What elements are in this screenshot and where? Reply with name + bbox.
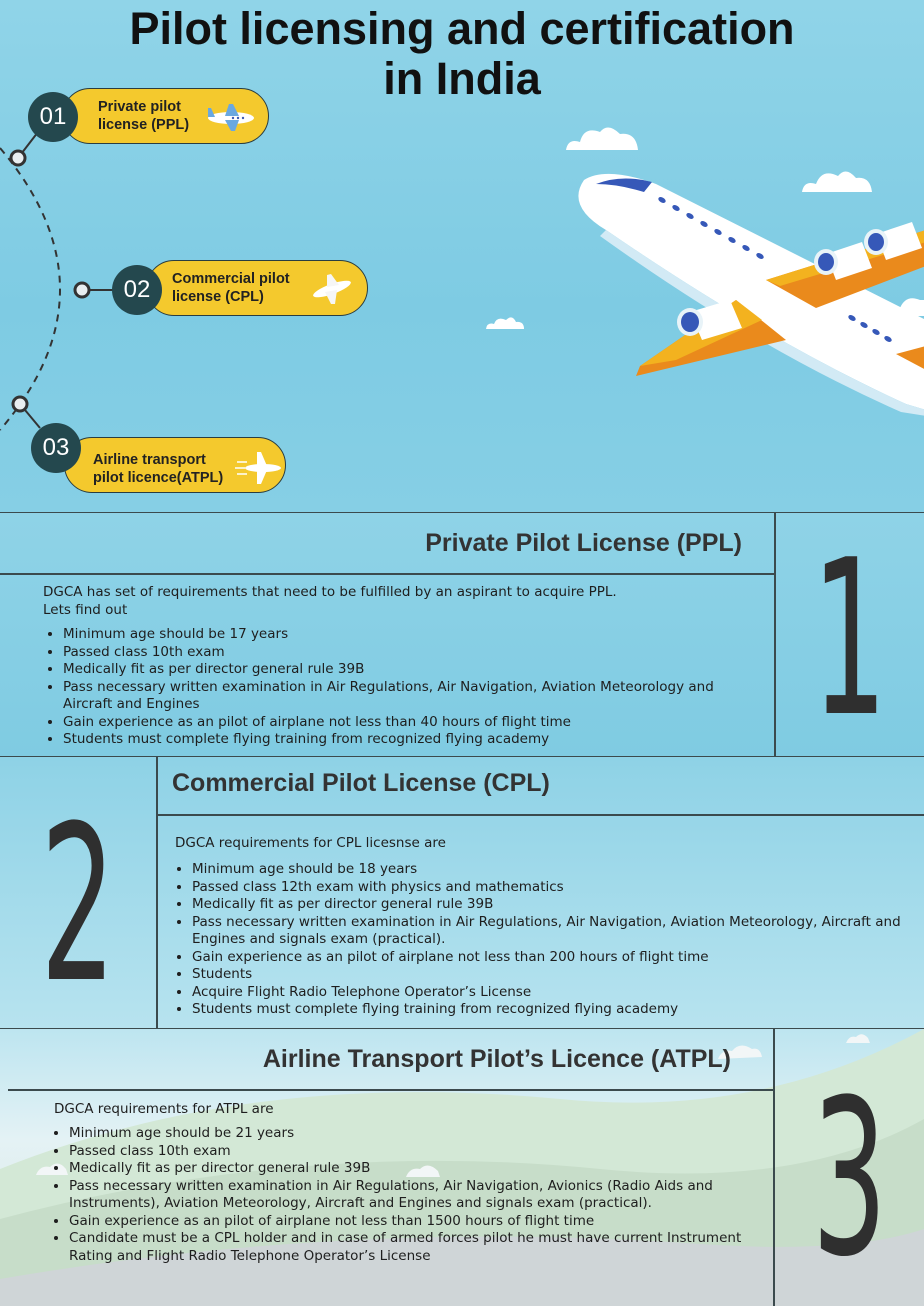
hero-banner: Pilot licensing and certification in Ind… bbox=[0, 0, 924, 512]
airplane-icon bbox=[208, 104, 254, 131]
section-cpl: Commercial Pilot License (CPL) DGCA requ… bbox=[0, 756, 924, 1030]
section-cpl-title: Commercial Pilot License (CPL) bbox=[172, 769, 550, 797]
timeline-pill-atpl: Airline transport pilot licence(ATPL) bbox=[64, 437, 286, 493]
divider bbox=[156, 757, 158, 1029]
cloud-icon bbox=[802, 171, 872, 192]
list-item: Candidate must be a CPL holder and in ca… bbox=[69, 1230, 759, 1265]
page-title-line-2: in India bbox=[383, 53, 541, 104]
page-title: Pilot licensing and certification in Ind… bbox=[0, 4, 924, 104]
section-cpl-list: Minimum age should be 18 years Passed cl… bbox=[172, 861, 912, 1019]
list-item: Students must complete flying training f… bbox=[63, 731, 763, 749]
hills-background bbox=[0, 1029, 924, 1306]
list-item: Gain experience as an pilot of airplane … bbox=[192, 949, 912, 967]
divider bbox=[8, 1089, 774, 1091]
timeline-atpl-line-1: Airline transport bbox=[93, 452, 206, 468]
divider bbox=[0, 573, 774, 575]
list-item: Pass necessary written examination in Ai… bbox=[69, 1178, 759, 1213]
airplane-icon bbox=[235, 452, 281, 484]
timeline-number-2: 02 bbox=[112, 265, 162, 315]
cloud-icon bbox=[566, 127, 638, 150]
section-number-1: 1 bbox=[811, 513, 888, 764]
timeline-number-3: 03 bbox=[31, 423, 81, 473]
list-item: Passed class 10th exam bbox=[63, 644, 763, 662]
timeline-arc bbox=[0, 131, 114, 431]
timeline-pill-cpl: Commercial pilot license (CPL) bbox=[146, 260, 368, 316]
section-atpl-list: Minimum age should be 21 years Passed cl… bbox=[49, 1125, 759, 1265]
list-item: Students must complete flying training f… bbox=[192, 1001, 912, 1019]
timeline-ppl-line-1: Private pilot bbox=[98, 99, 181, 115]
timeline-pill-ppl: Private pilot license (PPL) bbox=[62, 88, 269, 144]
list-item: Gain experience as an pilot of airplane … bbox=[63, 714, 763, 732]
large-airplane-illustration bbox=[578, 173, 924, 416]
section-ppl-intro-line-1: DGCA has set of requirements that need t… bbox=[43, 584, 617, 600]
cloud-icon bbox=[486, 317, 524, 329]
section-atpl-title: Airline Transport Pilot’s Licence (ATPL) bbox=[262, 1045, 731, 1073]
section-atpl-intro: DGCA requirements for ATPL are bbox=[54, 1101, 274, 1117]
section-number-3: 3 bbox=[811, 1053, 888, 1304]
section-atpl: Airline Transport Pilot’s Licence (ATPL)… bbox=[0, 1028, 924, 1306]
list-item: Students bbox=[192, 966, 912, 984]
timeline-number-1: 01 bbox=[28, 92, 78, 142]
list-item: Passed class 12th exam with physics and … bbox=[192, 879, 912, 897]
section-ppl-title: Private Pilot License (PPL) bbox=[425, 529, 742, 557]
list-item: Medically fit as per director general ru… bbox=[69, 1160, 759, 1178]
list-item: Gain experience as an pilot of airplane … bbox=[69, 1213, 759, 1231]
list-item: Passed class 10th exam bbox=[69, 1143, 759, 1161]
list-item: Pass necessary written examination in Ai… bbox=[63, 679, 763, 714]
list-item: Minimum age should be 17 years bbox=[63, 626, 763, 644]
list-item: Medically fit as per director general ru… bbox=[63, 661, 763, 679]
airplane-icon bbox=[313, 274, 351, 304]
divider bbox=[156, 814, 924, 816]
section-ppl-intro: DGCA has set of requirements that need t… bbox=[43, 583, 763, 619]
timeline-atpl-line-2: pilot licence(ATPL) bbox=[93, 470, 224, 486]
list-item: Medically fit as per director general ru… bbox=[192, 896, 912, 914]
section-ppl-list: Minimum age should be 17 years Passed cl… bbox=[43, 626, 763, 749]
timeline-ppl-line-2: license (PPL) bbox=[98, 117, 190, 133]
section-ppl-intro-line-2: Lets find out bbox=[43, 602, 128, 618]
list-item: Minimum age should be 21 years bbox=[69, 1125, 759, 1143]
list-item: Minimum age should be 18 years bbox=[192, 861, 912, 879]
timeline-cpl-line-1: Commercial pilot bbox=[172, 271, 290, 287]
section-ppl: Private Pilot License (PPL) DGCA has set… bbox=[0, 512, 924, 764]
list-item: Acquire Flight Radio Telephone Operator’… bbox=[192, 984, 912, 1002]
section-number-2: 2 bbox=[40, 779, 116, 1030]
list-item: Pass necessary written examination in Ai… bbox=[192, 914, 912, 949]
timeline-cpl-line-2: license (CPL) bbox=[172, 289, 264, 305]
divider bbox=[773, 1029, 775, 1306]
section-cpl-intro: DGCA requirements for CPL licesnse are bbox=[175, 835, 446, 851]
page-title-line-1: Pilot licensing and certification bbox=[129, 3, 795, 54]
divider bbox=[774, 513, 776, 757]
